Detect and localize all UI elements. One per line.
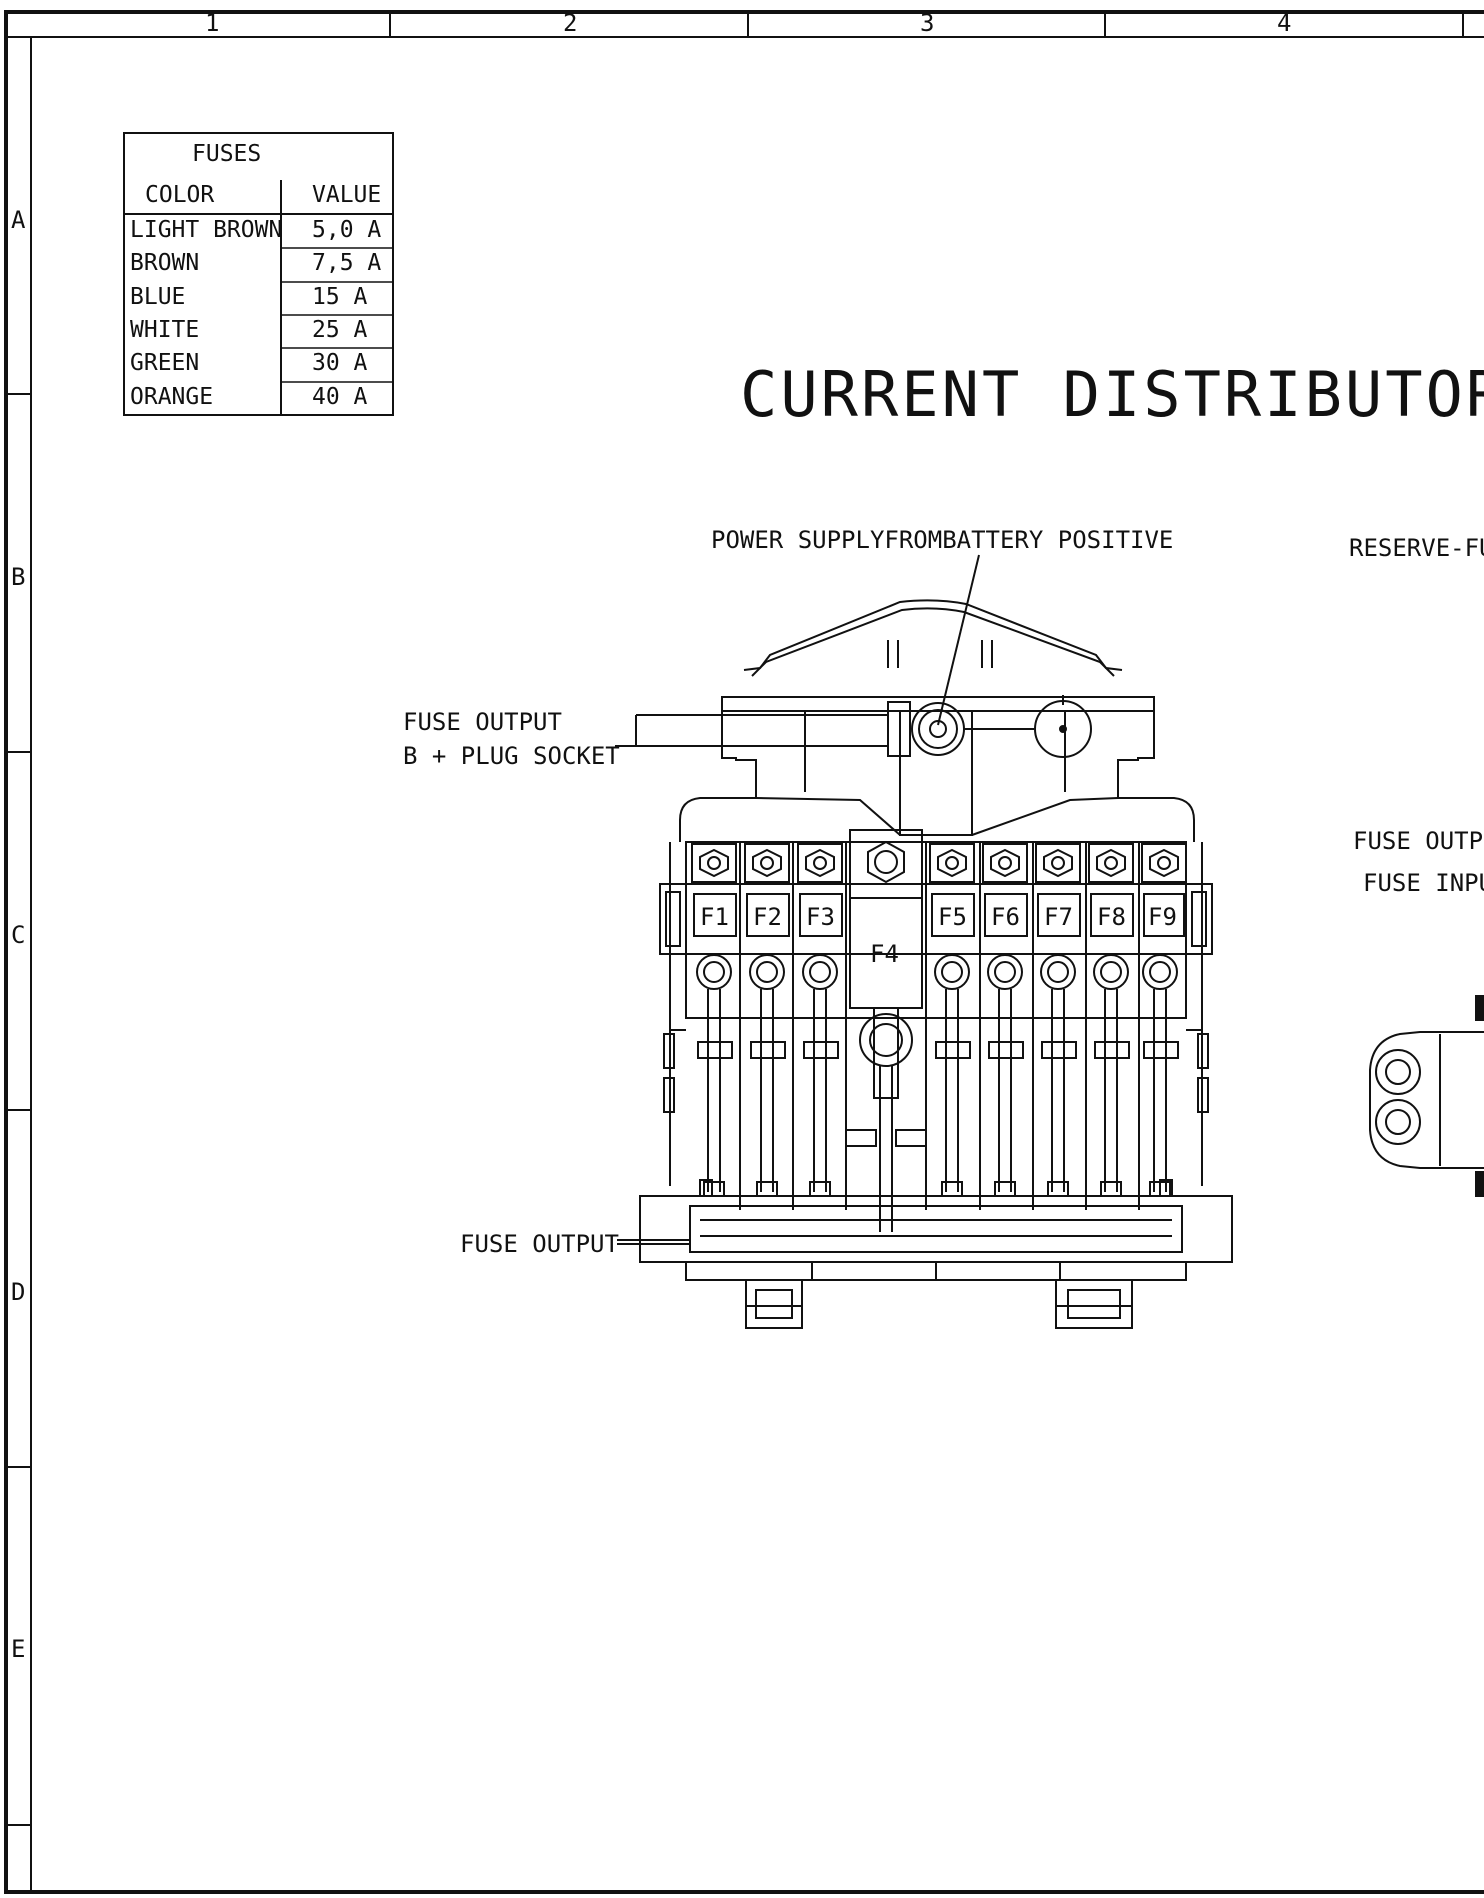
fuse-labels: F1 F2 F3 F4 F5 F6 F7 F8 F9 <box>700 903 1177 968</box>
label-fuse-input-right: FUSE INPU <box>1363 869 1484 897</box>
fuse-table-value-header: VALUE <box>312 182 381 208</box>
zone-dividers <box>6 12 1464 1826</box>
fuse-value: 7,5 A <box>312 250 381 276</box>
fuse-label-f1: F1 <box>700 903 729 931</box>
fuse-color: ORANGE <box>130 384 213 410</box>
fuse-f6 <box>982 843 1028 1197</box>
reserve-fuse-holder <box>1369 995 1484 1197</box>
fuse-f8 <box>1088 843 1134 1197</box>
label-fuse-output-right: FUSE OUTPU <box>1353 827 1484 855</box>
zone-row-d: D <box>11 1278 25 1306</box>
label-fuse-output-bottom: FUSE OUTPUT <box>460 1230 619 1258</box>
label-fuse-output-b: FUSE OUTPUT <box>403 708 562 736</box>
fuse-label-f9: F9 <box>1148 903 1177 931</box>
fuse-f3 <box>797 843 843 1197</box>
fuse-label-f7: F7 <box>1044 903 1073 931</box>
fuse-label-f5: F5 <box>938 903 967 931</box>
label-power-supply: POWER SUPPLYFROMBATTERY POSITIVE <box>711 526 1173 554</box>
zone-col-1: 1 <box>205 9 219 37</box>
zone-row-a: A <box>11 206 26 234</box>
fuse-color: WHITE <box>130 317 199 343</box>
drawing-title: CURRENT DISTRIBUTOR <box>740 358 1484 431</box>
fuse-value: 15 A <box>312 284 368 310</box>
fuse-label-f6: F6 <box>991 903 1020 931</box>
fuse-value: 25 A <box>312 317 368 343</box>
label-reserve-fuse: RESERVE-FU <box>1349 534 1484 562</box>
drawing-frame <box>4 10 1484 1894</box>
label-b-plug-socket: B + PLUG SOCKET <box>403 742 620 770</box>
fuse-f2 <box>744 843 790 1197</box>
fuse-table-color-header: COLOR <box>145 182 214 208</box>
fuse-units <box>691 843 1187 1197</box>
fuse-f1 <box>691 843 737 1197</box>
fuse-table-heading: FUSES <box>192 141 261 167</box>
zone-row-c: C <box>11 921 25 949</box>
zone-row-e: E <box>11 1635 25 1663</box>
fuse-label-f8: F8 <box>1097 903 1126 931</box>
fuse-color: GREEN <box>130 350 199 376</box>
zone-col-4: 4 <box>1277 9 1291 37</box>
zone-col-3: 3 <box>920 9 934 37</box>
fuse-label-f2: F2 <box>753 903 782 931</box>
fuse-f7 <box>1035 843 1081 1197</box>
zone-row-b: B <box>11 563 25 591</box>
zone-labels: 1 2 3 4 A B C D E <box>11 9 1291 1663</box>
fuse-table: FUSES COLOR VALUE LIGHT BROWN 5,0 A BROW… <box>123 132 394 416</box>
fuse-color: BLUE <box>130 284 185 310</box>
fuse-f9 <box>1141 843 1187 1197</box>
fuse-value: 30 A <box>312 350 368 376</box>
fuse-f5 <box>929 843 975 1197</box>
zone-col-2: 2 <box>563 9 577 37</box>
fuse-value: 40 A <box>312 384 368 410</box>
fuse-color: LIGHT BROWN <box>130 217 282 243</box>
current-distributor-drawing <box>635 599 1233 1329</box>
fuse-value: 5,0 A <box>312 217 381 243</box>
fuse-color: BROWN <box>130 250 199 276</box>
fuse-label-f4: F4 <box>870 940 899 968</box>
fuse-label-f3: F3 <box>806 903 835 931</box>
